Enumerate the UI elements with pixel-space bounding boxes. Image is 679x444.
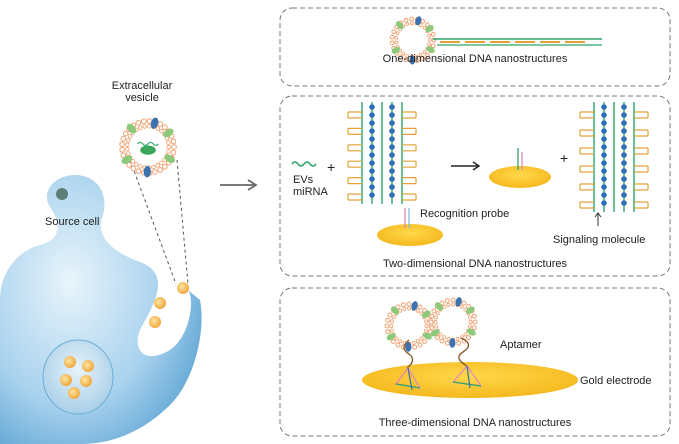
- cell-nucleolus-dot: [56, 188, 68, 200]
- panel-two-dimensional: [279, 95, 671, 277]
- membrane-protein: [466, 328, 476, 336]
- membrane-protein: [164, 154, 175, 164]
- gold-electrode-3d: [362, 362, 578, 398]
- released-vesicle: [149, 316, 161, 328]
- membrane-protein: [405, 342, 412, 352]
- signaling-arrow: [594, 212, 602, 226]
- membrane-protein: [391, 46, 401, 54]
- source-cell-label: Source cell: [45, 216, 100, 228]
- panel-title-one-d: One-dimensional DNA nanostructures: [382, 53, 568, 65]
- signaling-molecule-label: Signaling molecule: [553, 234, 646, 246]
- membrane-protein: [435, 302, 444, 311]
- released-vesicle: [154, 297, 166, 309]
- zoom-line: [176, 159, 189, 285]
- gold-electrode-2d: [377, 224, 443, 246]
- vesicle-lumen: [435, 304, 471, 340]
- mirna-icon: [291, 161, 317, 167]
- aptamer-label: Aptamer: [500, 339, 542, 351]
- mirna-label: miRNA: [293, 186, 328, 198]
- plus-sign-1: +: [327, 159, 336, 175]
- membrane-protein: [421, 310, 431, 318]
- membrane-protein: [449, 338, 456, 348]
- panel-three-dimensional: [279, 287, 671, 437]
- process-arrow: [220, 179, 258, 191]
- membrane-protein: [150, 117, 159, 129]
- aptamer-tetrahedron-right: [451, 337, 483, 389]
- one-d-dna-strands: [433, 38, 602, 46]
- evs-label: EVs: [293, 174, 314, 186]
- membrane-protein: [422, 332, 432, 340]
- membrane-protein: [415, 16, 422, 26]
- ev-label-line1: Extracellular: [111, 80, 173, 92]
- membrane-protein: [126, 123, 137, 134]
- source-cell: [0, 175, 202, 444]
- membrane-protein: [395, 21, 404, 30]
- membrane-protein: [386, 333, 396, 341]
- gold-electrode-2d-result: [489, 166, 551, 188]
- membrane-protein: [430, 329, 440, 337]
- reaction-arrow: [451, 161, 481, 171]
- membrane-protein: [391, 306, 400, 315]
- dna-origami-tile-signaling: [579, 102, 649, 212]
- aptamer-tetrahedron-left: [394, 339, 422, 391]
- vesicle-lumen: [396, 23, 430, 57]
- vesicle-1d: [389, 16, 437, 65]
- membrane-protein: [409, 55, 416, 65]
- gold-electrode-label: Gold electrode: [580, 375, 652, 387]
- panel-one-dimensional: [279, 7, 671, 87]
- vesicle-3d-right: [428, 297, 478, 348]
- extracellular-vesicle-label: Extracellular vesicle: [102, 80, 182, 104]
- extracellular-vesicle-illustration: [119, 117, 177, 178]
- ev-label-line2: vesicle: [125, 92, 159, 104]
- vesicle-lumen: [391, 308, 427, 344]
- membrane-protein: [465, 306, 475, 314]
- membrane-protein: [455, 297, 462, 307]
- membrane-protein: [143, 165, 151, 178]
- released-vesicle: [177, 282, 189, 294]
- panel-title-three-d: Three-dimensional DNA nanostructures: [378, 417, 572, 429]
- recognition-probe-label: Recognition probe: [420, 208, 510, 220]
- panel-title-two-d: Two-dimensional DNA nanostructures: [382, 258, 568, 270]
- membrane-protein: [425, 25, 434, 33]
- vesicle-3d-left: [384, 301, 434, 352]
- plus-sign-2: +: [560, 150, 569, 166]
- membrane-protein: [163, 128, 174, 138]
- membrane-protein: [411, 301, 418, 311]
- membrane-protein: [426, 46, 435, 53]
- dna-origami-tile: [347, 102, 417, 204]
- evs-mirna-label: EVs miRNA: [293, 174, 328, 198]
- membrane-protein: [121, 155, 133, 165]
- vesicle-cargo: [140, 145, 156, 155]
- multivesicular-body: [42, 339, 114, 415]
- zoom-line: [129, 159, 177, 285]
